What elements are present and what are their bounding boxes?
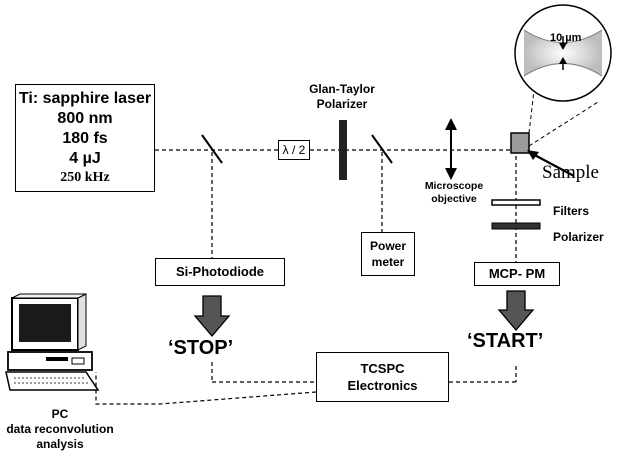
half-wave-label: λ / 2 <box>282 143 306 157</box>
start-label: ‘START’ <box>467 330 544 352</box>
microscope-line2: objective <box>431 193 477 205</box>
glan-taylor-line2: Polarizer <box>316 97 368 111</box>
polarizer-plate <box>491 222 541 230</box>
filters-label: Filters <box>553 204 590 218</box>
microscope-label: Microscope objective <box>414 180 494 206</box>
beam-splitter-2 <box>371 134 393 164</box>
tcspc-line2: Electronics <box>347 378 418 393</box>
glan-taylor-line1: Glan-Taylor <box>309 82 375 96</box>
glan-taylor-label: Glan-Taylor Polarizer <box>300 82 384 112</box>
sample <box>510 132 530 154</box>
half-wave-plate: λ / 2 <box>278 140 310 160</box>
magnifier-label: 10 µm <box>550 32 582 44</box>
sample-label: Sample <box>542 162 599 183</box>
power-meter-line2: meter <box>371 255 405 269</box>
start-arrow <box>497 290 535 332</box>
mcp-label: MCP- PM <box>488 266 546 281</box>
laser-box: Ti: sapphire laser 800 nm 180 fs 4 µJ 25… <box>15 84 155 192</box>
pc-line3: analysis <box>36 437 84 451</box>
laser-title: Ti: sapphire laser <box>18 90 152 107</box>
pc-line1: PC <box>51 407 69 421</box>
photodiode-label: Si-Photodiode <box>175 264 265 279</box>
glan-taylor-polarizer <box>339 120 347 180</box>
sample-pointer <box>528 151 575 177</box>
focus-magnifier <box>514 4 612 102</box>
stop-arrow <box>193 295 231 338</box>
tcspc-line1: TCSPC <box>360 361 405 376</box>
power-meter-box: Power meter <box>361 232 415 276</box>
pc-label: PC data reconvolution analysis <box>0 407 120 452</box>
filter-plate <box>491 199 541 206</box>
stop-label: ‘STOP’ <box>168 337 234 359</box>
photodiode-box: Si-Photodiode <box>155 258 285 286</box>
power-meter-line1: Power <box>369 239 406 253</box>
polarizer-side-label: Polarizer <box>553 230 604 244</box>
laser-pulse: 180 fs <box>62 130 108 147</box>
microscope-line1: Microscope <box>424 180 484 192</box>
tcspc-box: TCSPC Electronics <box>316 352 449 402</box>
pc-computer <box>5 293 100 391</box>
laser-wavelength: 800 nm <box>57 110 113 127</box>
mcp-box: MCP- PM <box>474 262 560 286</box>
laser-rate: 250 kHz <box>60 170 110 185</box>
pc-line2: data reconvolution <box>6 422 114 436</box>
laser-energy: 4 µJ <box>69 150 101 167</box>
beam-splitter-1 <box>201 134 223 164</box>
